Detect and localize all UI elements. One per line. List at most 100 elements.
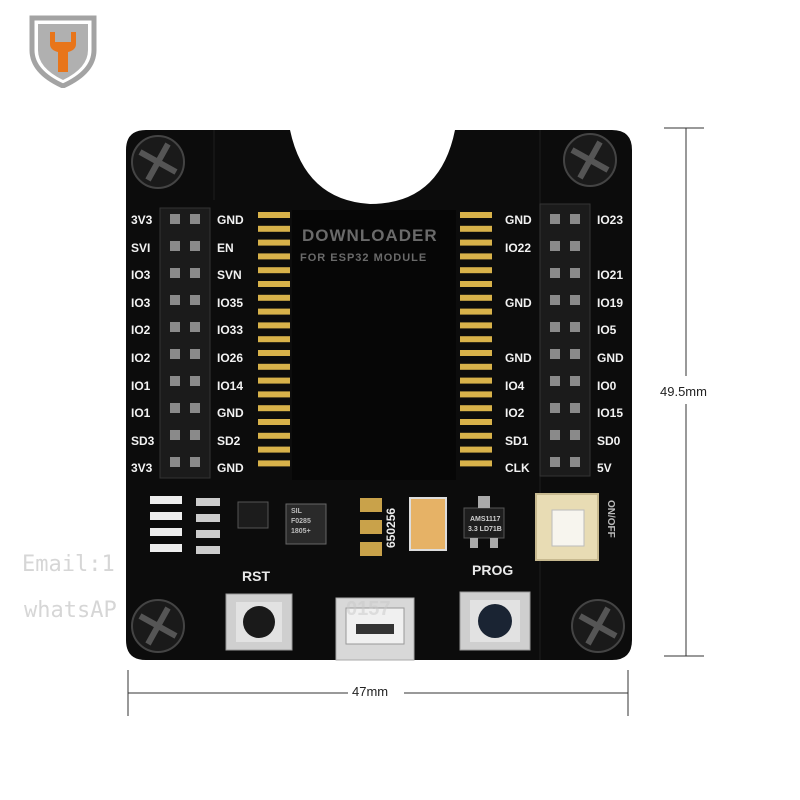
gold-pin — [460, 212, 492, 218]
right-outer-label-8: SD0 — [597, 433, 621, 448]
left-inner-label-4: IO33 — [217, 323, 244, 338]
left-inner-label-6: IO14 — [217, 378, 244, 393]
left-outer-label-8: SD3 — [131, 433, 155, 448]
wrench-shield-icon — [29, 15, 97, 88]
left-outer-label-4: IO2 — [131, 323, 151, 338]
rst-label: RST — [242, 568, 270, 584]
header-pin — [170, 403, 180, 413]
left-inner-label-1: EN — [217, 240, 234, 255]
header-pin — [550, 322, 560, 332]
left-outer-label-6: IO1 — [131, 378, 151, 393]
gold-pin — [258, 294, 290, 301]
header-pin — [170, 349, 180, 359]
gold-pin — [460, 225, 492, 232]
header-pin — [190, 430, 200, 440]
gold-pin — [258, 363, 290, 370]
right-outer-label-6: IO0 — [597, 378, 617, 393]
header-pin — [170, 214, 180, 224]
gold-pin — [460, 239, 492, 246]
gold-pin — [460, 391, 492, 398]
regulator-text-2: 3.3 LD71B — [468, 526, 502, 533]
right-header-pins — [550, 214, 580, 467]
gold-pin — [460, 350, 492, 356]
left-header-pins — [170, 214, 200, 467]
right-inner-label-6: IO4 — [505, 378, 525, 393]
header-pin — [550, 457, 560, 467]
capacitors — [360, 498, 382, 556]
left-inner-label-3: IO35 — [217, 295, 244, 310]
chip-code-label: 650256 — [384, 507, 398, 548]
right-outer-label-0: IO23 — [597, 213, 624, 227]
header-pin — [190, 322, 200, 332]
header-pin — [170, 457, 180, 467]
gold-pins-right — [460, 212, 492, 467]
gold-pin — [460, 253, 492, 260]
usb-text: 0157 — [346, 598, 391, 620]
gold-pin — [460, 446, 492, 453]
mounting-screws — [131, 133, 625, 653]
gold-pin — [258, 350, 290, 356]
header-pin — [570, 295, 580, 305]
header-pin — [550, 376, 560, 386]
header-pin — [570, 349, 580, 359]
gold-pin — [460, 363, 492, 370]
dimension-width: 47mm — [352, 684, 389, 699]
header-pin — [190, 349, 200, 359]
header-pin — [570, 430, 580, 440]
header-pin — [170, 430, 180, 440]
header-pin — [190, 457, 200, 467]
header-pin — [190, 403, 200, 413]
header-pin — [550, 295, 560, 305]
socket-subtitle: FOR ESP32 MODULE — [300, 252, 428, 264]
gold-pin — [460, 460, 492, 467]
gold-pin — [460, 281, 492, 287]
left-outer-label-5: IO2 — [131, 351, 151, 365]
gold-pin — [258, 432, 290, 439]
left-inner-label-7: GND — [217, 406, 244, 421]
header-pin — [550, 214, 560, 224]
gold-pin — [258, 281, 290, 287]
header-pin — [570, 241, 580, 251]
header-pin — [550, 241, 560, 251]
led-resistor-array — [150, 496, 220, 554]
right-outer-label-9: 5V — [597, 461, 612, 476]
header-pin — [170, 295, 180, 305]
header-pin — [570, 403, 580, 413]
left-outer-label-3: IO3 — [131, 295, 151, 310]
gold-pin — [258, 419, 290, 425]
left-outer-label-0: 3V3 — [131, 213, 153, 227]
header-pin — [170, 268, 180, 278]
mcu-text-3: 1805+ — [291, 528, 311, 535]
header-pin — [550, 349, 560, 359]
gold-pin — [258, 225, 290, 232]
prog-label: PROG — [472, 562, 514, 578]
gold-pin — [460, 419, 492, 425]
header-pin — [570, 322, 580, 332]
regulator-text-1: AMS1117 — [470, 516, 501, 523]
gold-pin — [460, 267, 492, 274]
gold-pin — [258, 391, 290, 398]
header-pin — [190, 295, 200, 305]
gold-pin — [258, 336, 290, 343]
right-outer-label-7: IO15 — [597, 406, 624, 421]
gold-pin — [258, 322, 290, 329]
gold-pin — [258, 239, 290, 246]
gold-pin — [258, 377, 290, 384]
gold-pin — [460, 294, 492, 301]
gold-pin — [258, 405, 290, 412]
gold-pin — [258, 253, 290, 260]
left-outer-label-7: IO1 — [131, 406, 151, 421]
right-inner-label-5: GND — [505, 351, 532, 365]
left-pin-header — [159, 207, 211, 479]
header-pin — [190, 268, 200, 278]
gold-pin — [460, 322, 492, 329]
gold-pin — [460, 432, 492, 439]
left-inner-label-8: SD2 — [217, 433, 241, 448]
header-pin — [170, 322, 180, 332]
header-pin — [170, 241, 180, 251]
left-outer-label-9: 3V3 — [131, 461, 153, 476]
gold-pin — [460, 377, 492, 384]
left-inner-label-2: SVN — [217, 268, 242, 283]
left-inner-label-9: GND — [217, 461, 244, 476]
